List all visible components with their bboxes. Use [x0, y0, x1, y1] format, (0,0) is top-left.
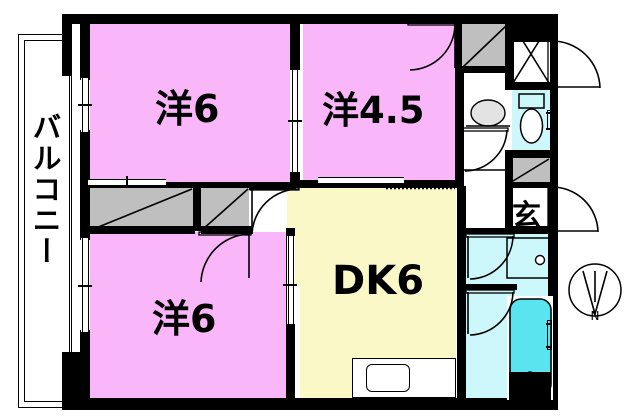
wall-outer-left: [62, 14, 72, 76]
ps-box-inner: [512, 42, 550, 84]
wall-balcony-side-lower: [80, 330, 90, 402]
sliding-door-top-mullion: [288, 120, 302, 122]
closet-middle-left-diagonal: [90, 188, 193, 231]
closet-middle-right-diagonal: [201, 188, 249, 231]
toilet-side-jamb: [547, 110, 551, 130]
wall-balcony-side-upper: [80, 22, 90, 80]
bath-window-l2: [546, 346, 552, 348]
ps-box-wall-top: [514, 22, 548, 42]
wall-outer-bottom: [62, 398, 558, 410]
bath-window-jamb: [547, 320, 552, 350]
compass-label: N: [591, 309, 600, 323]
sliding-top-left-mullion: [126, 176, 128, 189]
window-lower-left-mullion: [78, 285, 92, 287]
sliding-door-45-to-dk[interactable]: [318, 177, 404, 184]
closet-left-wall-divider: [193, 186, 201, 231]
sliding-45-l1: [318, 177, 404, 178]
storage-x-mark: [512, 24, 550, 84]
wall-closet-bottom-left: [88, 226, 195, 234]
balcony-outline-inner: [24, 40, 70, 402]
sliding-bottom-l2: [293, 236, 294, 324]
wall-bath-right-lower: [509, 398, 551, 408]
wall-entrance-top: [505, 182, 550, 188]
dotted-boundary-45-dk: [386, 186, 455, 190]
wall-toilet-bottom: [505, 150, 550, 158]
sliding-bottom-mullion: [283, 284, 297, 286]
door-swing-entrance-top-right[interactable]: [547, 39, 614, 92]
label-yoshitsu-6-top: 洋6: [155, 87, 220, 131]
room-fill-yoshitsu-45: [303, 22, 456, 180]
balcony-label: バルコニー: [28, 112, 62, 267]
window-upper-left-mullion: [78, 104, 92, 106]
door-swing-45-room[interactable]: [407, 21, 460, 72]
wall-vanity-bath-divider: [457, 284, 517, 290]
sliding-45-l2: [318, 183, 404, 184]
wall-outer-right: [548, 14, 558, 410]
label-yoshitsu-6-bottom: 洋6: [152, 297, 217, 341]
toilet-door-mark2: [546, 128, 551, 130]
wall-bath-top: [457, 228, 552, 234]
entrance-fill: [508, 188, 548, 230]
wall-bath-bottom-block: [509, 372, 551, 400]
washbasin-fixture: [466, 99, 510, 127]
toilet-door-mark1: [546, 112, 551, 114]
door-swing-bathroom[interactable]: [465, 289, 518, 338]
wall-between-top-rooms-lower: [290, 172, 300, 188]
wall-closet-upper-right-bottom: [458, 66, 510, 73]
closet-lower-right-diagonal: [512, 158, 550, 182]
closet-upper-right-diagonal: [462, 24, 508, 68]
door-swing-front-entrance[interactable]: [547, 185, 614, 236]
wall-ps-bottom: [505, 82, 550, 90]
kitchen-sink-basin: [366, 364, 410, 392]
wall-closet-bottom-right: [201, 226, 253, 234]
door-swing-vanity[interactable]: [465, 233, 518, 282]
door-swing-washroom[interactable]: [461, 127, 512, 174]
wall-bottom-of-45-room: [296, 180, 462, 188]
label-yoshitsu-45: 洋4.5: [322, 89, 425, 132]
wall-bottom-of-top-left-room: [80, 182, 296, 190]
door-swing-middle-to-dk[interactable]: [249, 186, 301, 236]
room-fill-yoshitsu-6-bottom: [90, 232, 293, 410]
bath-window-l1: [546, 323, 552, 325]
balcony-outline-outer: [18, 34, 72, 408]
wall-bath-left: [457, 186, 466, 410]
door-swing-into-bottom-left-room[interactable]: [196, 231, 252, 284]
wall-entrance-left: [505, 158, 513, 234]
wall-between-top-rooms-upper: [290, 22, 300, 70]
wall-outer-top: [62, 14, 558, 24]
sliding-door-bottom-rooms[interactable]: [287, 236, 295, 324]
wall-right-of-45-room: [455, 22, 464, 188]
toilet-fixture: [518, 93, 545, 144]
label-dk6: DK6: [332, 258, 425, 304]
room-fill-yoshitsu-6-top: [90, 22, 290, 187]
north-indicator: N: [568, 263, 622, 323]
sliding-bottom-l1: [288, 236, 289, 324]
wall-ps-left: [505, 22, 514, 84]
